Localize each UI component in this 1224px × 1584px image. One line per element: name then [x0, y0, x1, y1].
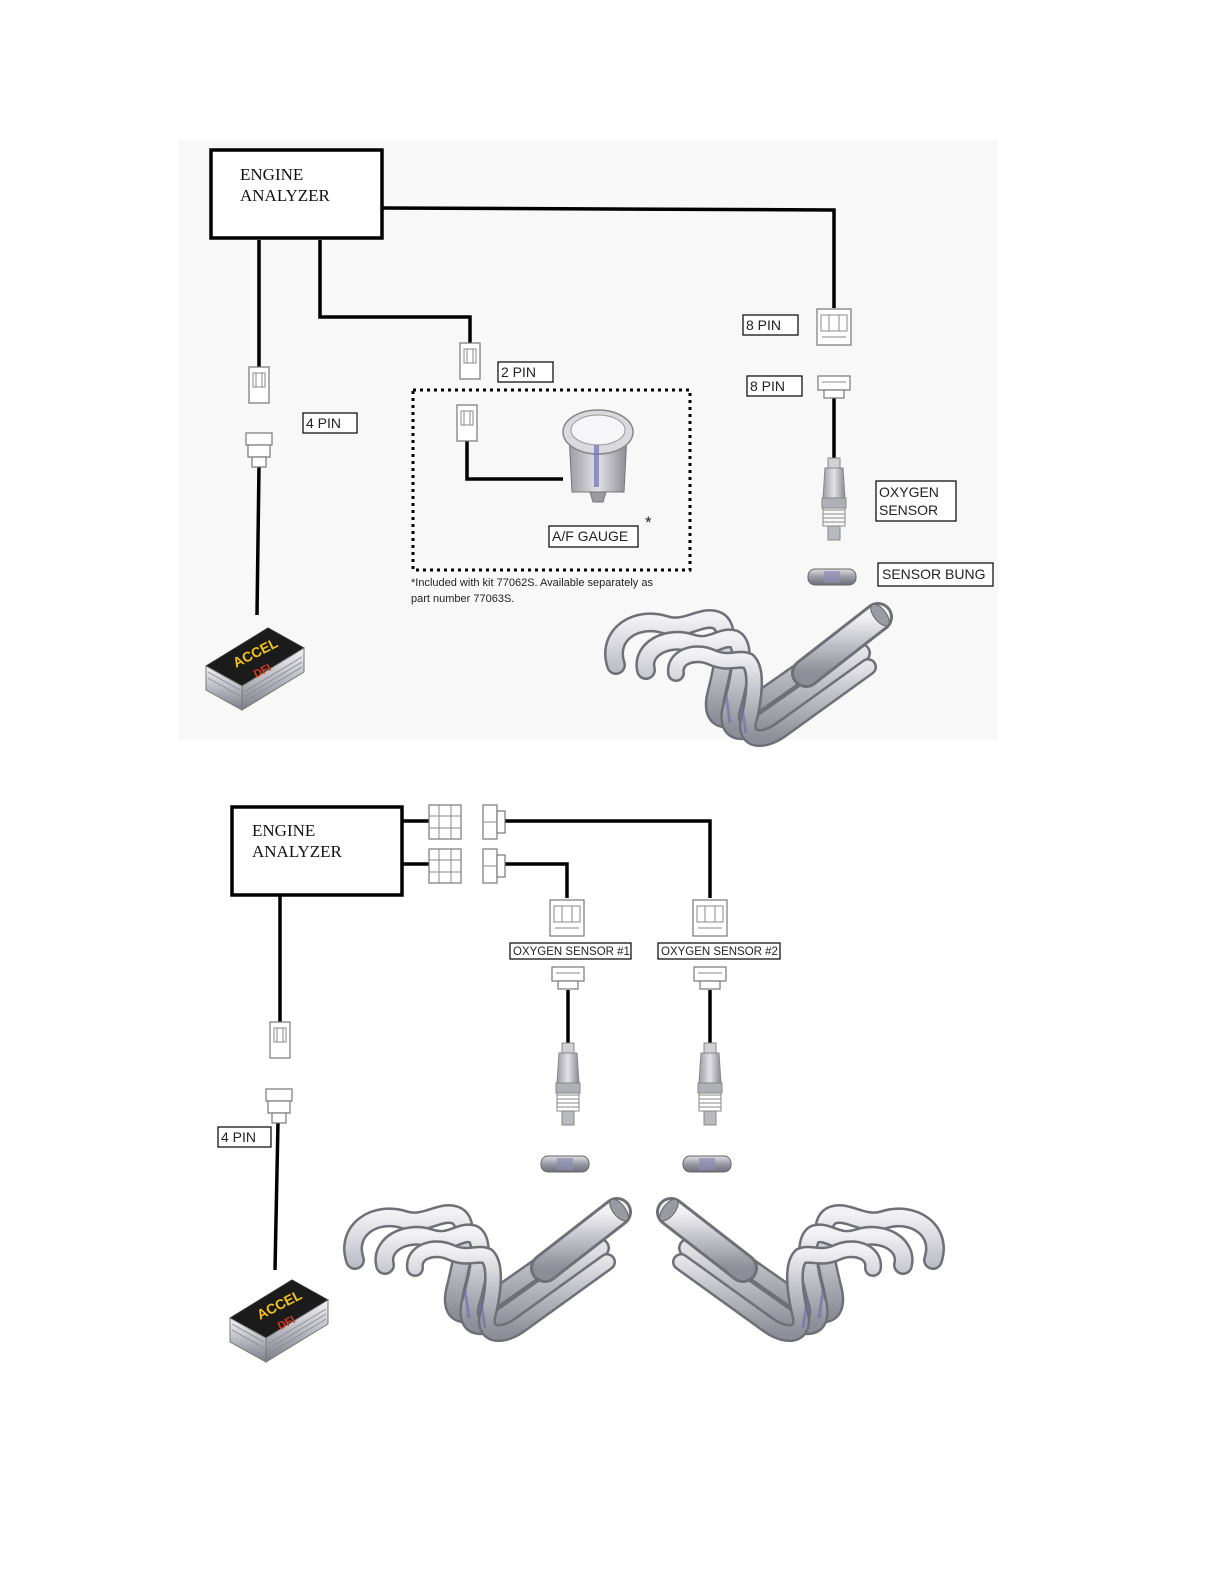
- sensor-bung-icon: [808, 569, 856, 585]
- label-sensor-bung: SENSOR BUNG: [878, 563, 993, 586]
- label-4pin-top: 4 PIN: [303, 413, 357, 433]
- 8pin-connector-plug: [817, 309, 851, 345]
- engine-analyzer-box: ENGINE ANALYZER: [211, 150, 382, 238]
- label-oxygen-sensor-2: OXYGEN SENSOR #2: [658, 943, 780, 959]
- engine-analyzer-box-bottom: ENGINE ANALYZER: [232, 807, 402, 895]
- sensor-bung-2-icon: [683, 1156, 731, 1172]
- engine-analyzer-label-line1: ENGINE: [252, 821, 315, 840]
- svg-text:8 PIN: 8 PIN: [746, 317, 781, 333]
- label-af-gauge: A/F GAUGE: [549, 526, 638, 547]
- 8pin-connector-receptacle-2: [483, 849, 505, 883]
- exhaust-header-left-icon: [353, 1196, 632, 1333]
- label-oxygen-sensor-1: OXYGEN SENSOR #1: [510, 943, 631, 959]
- footnote-line1: *Included with kit 77062S. Available sep…: [411, 577, 653, 589]
- label-oxygen-sensor: OXYGEN SENSOR: [876, 481, 956, 521]
- top-diagram: ENGINE ANALYZER 4 PIN 2 PIN: [178, 140, 998, 740]
- o2-sensor-2-connector-receptacle: [694, 967, 726, 989]
- svg-text:SENSOR: SENSOR: [879, 502, 938, 518]
- bottom-diagram: ENGINE ANALYZER OXYGEN SENSOR #1 OXYGEN …: [218, 805, 935, 1362]
- svg-text:2 PIN: 2 PIN: [501, 364, 536, 380]
- exhaust-header-right-icon: [656, 1196, 935, 1333]
- label-8pin-a: 8 PIN: [743, 315, 798, 335]
- svg-text:4 PIN: 4 PIN: [306, 415, 341, 431]
- label-8pin-b: 8 PIN: [747, 376, 802, 396]
- label-4pin-bottom: 4 PIN: [218, 1127, 271, 1147]
- 8pin-connector-receptacle-1: [483, 805, 505, 839]
- svg-text:SENSOR BUNG: SENSOR BUNG: [882, 566, 985, 582]
- o2-sensor-1-connector-plug: [550, 900, 584, 936]
- svg-text:OXYGEN SENSOR #1: OXYGEN SENSOR #1: [513, 946, 630, 958]
- o2-sensor-2-connector-plug: [693, 900, 727, 936]
- 4pin-connector-plug-bottom: [270, 1022, 290, 1058]
- 2pin-connector-plug: [460, 343, 480, 379]
- footnote-line2: part number 77063S.: [411, 593, 514, 605]
- accel-dfi-module-bottom: ACCEL DFI: [230, 1280, 328, 1362]
- engine-analyzer-label-line2: ANALYZER: [240, 186, 331, 205]
- oxygen-sensor-1-icon: [556, 1043, 580, 1125]
- af-gauge-icon: [563, 410, 633, 502]
- 8pin-connector-plug-2: [429, 849, 461, 883]
- svg-text:4 PIN: 4 PIN: [221, 1129, 256, 1145]
- gauge-2pin-connector: [457, 405, 477, 441]
- oxygen-sensor-2-icon: [698, 1043, 722, 1125]
- gauge-asterisk: *: [645, 513, 652, 532]
- svg-text:OXYGEN SENSOR #2: OXYGEN SENSOR #2: [661, 946, 778, 958]
- sensor-bung-1-icon: [541, 1156, 589, 1172]
- engine-analyzer-label-line2: ANALYZER: [252, 842, 343, 861]
- svg-text:A/F GAUGE: A/F GAUGE: [552, 528, 628, 544]
- 4pin-connector-receptacle-bottom: [266, 1089, 292, 1123]
- 8pin-connector-plug-1: [429, 805, 461, 839]
- o2-sensor-1-connector-receptacle: [552, 967, 584, 989]
- svg-text:8 PIN: 8 PIN: [750, 378, 785, 394]
- 4pin-connector-plug: [249, 367, 269, 403]
- engine-analyzer-label-line1: ENGINE: [240, 165, 303, 184]
- label-2pin: 2 PIN: [498, 362, 553, 382]
- svg-text:OXYGEN: OXYGEN: [879, 484, 939, 500]
